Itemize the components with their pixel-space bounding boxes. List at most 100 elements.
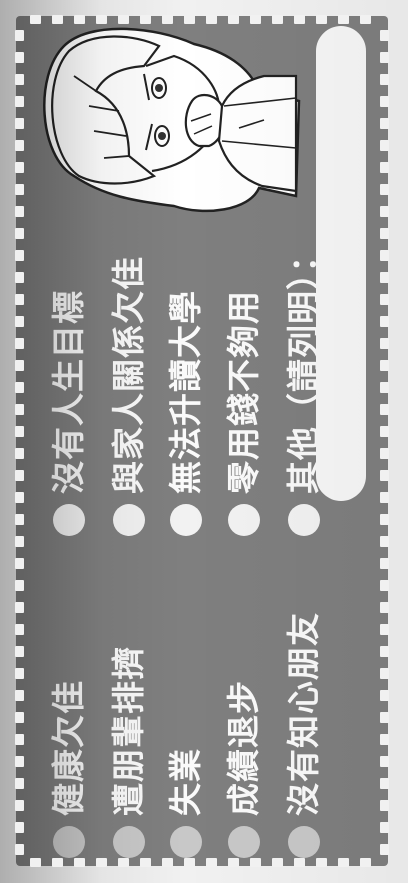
perforation-notch [228,858,239,867]
perforation-notch [380,734,389,745]
perforation-notch [380,492,389,503]
perforation-notch [15,382,24,393]
perforation-notch [15,272,24,283]
radio-bullet[interactable] [53,826,85,858]
perforation-notch [15,646,24,657]
perforation-notch [15,184,24,195]
perforation-notch [162,858,173,867]
perforation-notch [162,15,173,24]
radio-bullet[interactable] [228,826,260,858]
radio-bullet[interactable] [228,504,260,536]
perforation-notch [380,316,389,327]
perforation-notch [380,536,389,547]
perforation-notch [380,52,389,63]
perforation-notch [206,15,217,24]
perforation-notch [316,15,327,24]
perforation-notch [206,858,217,867]
perforation-notch [15,756,24,767]
other-specify-field[interactable] [316,26,366,501]
perforation-notch [15,514,24,525]
option-label: 無法升讀大學 [166,290,205,494]
perforation-notch [15,404,24,415]
perforation-notch [272,15,283,24]
perforation-notch [15,844,24,855]
perforation-notch [52,15,63,24]
perforation-notch [380,646,389,657]
perforation-notch [380,404,389,415]
perforation-notch [15,734,24,745]
perforation-notch [15,822,24,833]
perforation-notch [380,624,389,635]
option-family-relationship[interactable]: 與家人關係欠佳 [109,256,149,536]
perforation-notch [15,536,24,547]
perforation-notch [380,96,389,107]
perforation-notch [184,858,195,867]
perforation-notch [380,30,389,41]
perforation-notch [380,558,389,569]
perforation-notch [380,184,389,195]
radio-bullet[interactable] [53,504,85,536]
option-cannot-enter-university[interactable]: 無法升讀大學 [166,290,206,536]
perforation-notch [74,858,85,867]
perforation-notch [316,858,327,867]
perforation-notch [380,690,389,701]
radio-bullet[interactable] [288,504,320,536]
option-label: 與家人關係欠佳 [109,256,148,494]
perforation-notch [15,690,24,701]
perforation-notch [30,15,41,24]
radio-bullet[interactable] [113,504,145,536]
option-no-life-goal[interactable]: 沒有人生目標 [49,290,89,536]
perforation-notch [96,858,107,867]
perforation-notch [380,822,389,833]
perforation-notch [380,844,389,855]
option-label: 沒有知心朋友 [284,612,323,816]
perforation-notch [15,624,24,635]
option-poor-health[interactable]: 健康欠佳 [49,680,89,858]
perforation-notch [380,162,389,173]
perforation-notch [380,470,389,481]
perforation-notch [15,360,24,371]
perforation-notch [338,858,349,867]
perforation-notch [250,15,261,24]
perforation-notch [15,294,24,305]
perforation-notch [15,712,24,723]
perforation-notch [380,338,389,349]
perforation-notch [15,96,24,107]
perforation-notch [380,118,389,129]
perforation-notch [380,448,389,459]
perforation-notch [15,426,24,437]
radio-bullet[interactable] [288,826,320,858]
perforation-notch [140,15,151,24]
worried-character-illustration [43,27,301,213]
perforation-notch [228,15,239,24]
perforation-notch [15,162,24,173]
perforation-notch [380,250,389,261]
perforation-notch [272,858,283,867]
perforation-notch [250,858,261,867]
option-label: 遭朋輩排擠 [109,646,148,816]
option-no-close-friends[interactable]: 沒有知心朋友 [284,612,324,858]
perforation-notch [52,858,63,867]
option-insufficient-allowance[interactable]: 零用錢不夠用 [224,290,264,536]
option-grades-decline[interactable]: 成績退步 [224,680,264,858]
perforation-notch [380,602,389,613]
perforation-notch [140,858,151,867]
perforation-notch [380,382,389,393]
perforation-notch [15,470,24,481]
radio-bullet[interactable] [170,504,202,536]
radio-bullet[interactable] [170,826,202,858]
perforation-notch [15,30,24,41]
perforation-notch [15,338,24,349]
option-unemployment[interactable]: 失業 [166,748,206,858]
perforation-notch [118,15,129,24]
perforation-notch [380,514,389,525]
perforation-notch [380,712,389,723]
perforation-notch [380,580,389,591]
perforation-notch [74,15,85,24]
option-peer-exclusion[interactable]: 遭朋輩排擠 [109,646,149,858]
perforation-notch [380,756,389,767]
perforation-notch [380,272,389,283]
radio-bullet[interactable] [113,826,145,858]
perforation-notch [15,558,24,569]
